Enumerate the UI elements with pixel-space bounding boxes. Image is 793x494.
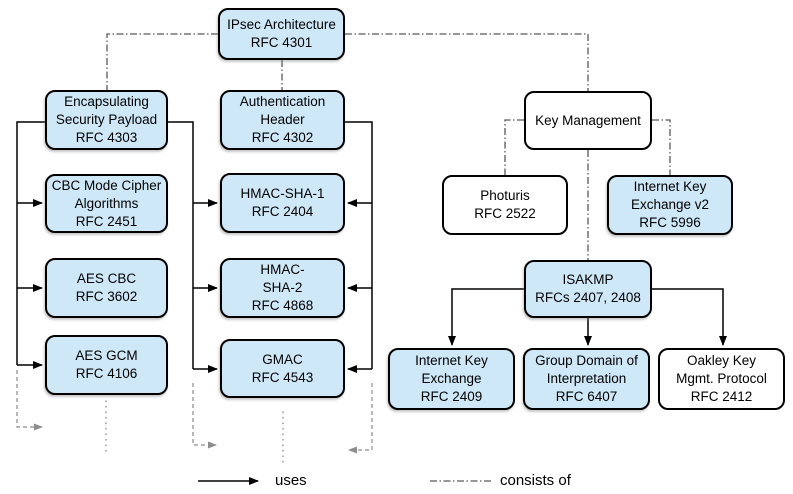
edge-isakmp-ike (448, 288, 524, 346)
node-isakmp: ISAKMP RFCs 2407, 2408 (524, 260, 652, 318)
continuation-esp-right-rail (192, 383, 217, 449)
node-authentication-header: Authentication Header RFC 4302 (220, 90, 345, 150)
edge-km-photuris (504, 119, 524, 175)
node-cbc-mode-cipher-algorithms: CBC Mode Cipher Algorithms RFC 2451 (45, 174, 168, 233)
node-internet-key-exchange: Internet Key Exchange RFC 2409 (388, 348, 515, 410)
legend-uses-label: uses (275, 472, 307, 489)
edge-ipsec-esp (106, 33, 218, 90)
edge-isakmp-oakley (652, 288, 727, 346)
node-ipsec-architecture: IPsec Architecture RFC 4301 (218, 8, 345, 60)
rail-ah-right (345, 121, 373, 369)
continuation-ah-right-rail (348, 383, 373, 454)
rail-esp-right (168, 121, 194, 369)
continuation-esp-left-rail (16, 370, 43, 431)
edge-ipsec-key-management (345, 33, 589, 91)
node-internet-key-exchange-v2: Internet Key Exchange v2 RFC 5996 (607, 175, 733, 235)
legend-consists-of-label: consists of (500, 472, 571, 489)
node-aes-cbc: AES CBC RFC 3602 (45, 258, 168, 318)
node-hmac-sha-1: HMAC-SHA-1 RFC 2404 (220, 173, 345, 233)
node-encapsulating-security-payload: Encapsulating Security Payload RFC 4303 (45, 90, 168, 150)
node-aes-gcm: AES GCM RFC 4106 (45, 335, 168, 395)
node-gmac: GMAC RFC 4543 (220, 339, 345, 398)
node-photuris: Photuris RFC 2522 (442, 175, 568, 235)
rail-esp-left (16, 121, 45, 365)
node-hmac-sha-2: HMAC- SHA-2 RFC 4868 (220, 258, 345, 318)
node-oakley-key-mgmt-protocol: Oakley Key Mgmt. Protocol RFC 2412 (658, 348, 785, 410)
edge-km-ikev2 (652, 119, 671, 175)
node-group-domain-of-interpretation: Group Domain of Interpretation RFC 6407 (523, 348, 650, 410)
node-key-management: Key Management (524, 91, 652, 150)
